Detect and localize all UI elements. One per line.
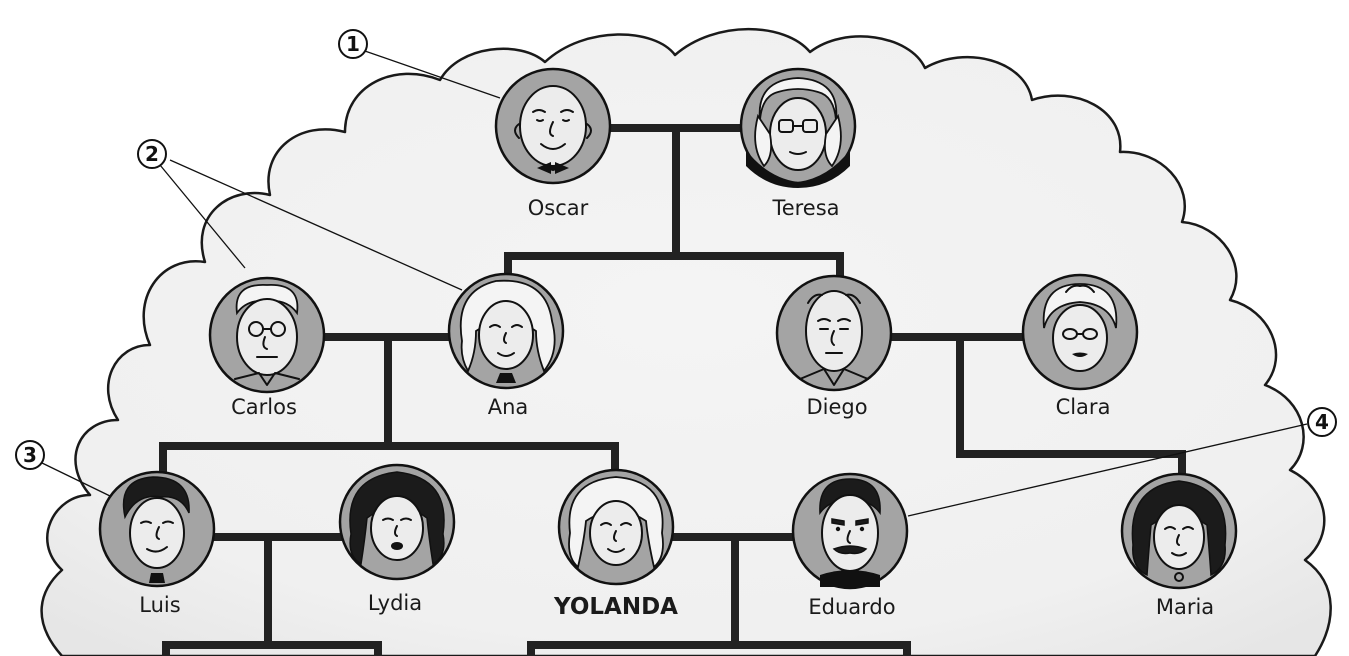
callout-2-number: 2 <box>145 142 159 166</box>
portrait-teresa <box>739 67 857 188</box>
portrait-carlos <box>208 276 326 394</box>
callout-leaders <box>39 49 1308 517</box>
label-oscar: Oscar <box>528 196 589 220</box>
leader-4-eduardo <box>907 423 1308 517</box>
label-maria: Maria <box>1156 595 1214 619</box>
portrait-ana <box>447 272 565 390</box>
leader-2-carlos <box>159 164 246 269</box>
portrait-yolanda <box>557 468 675 586</box>
label-ana: Ana <box>488 395 529 419</box>
callout-3-number: 3 <box>23 443 37 467</box>
leader-3-luis <box>39 461 111 497</box>
label-eduardo: Eduardo <box>808 595 895 619</box>
portrait-diego <box>775 274 893 392</box>
callout-4-number: 4 <box>1315 410 1329 434</box>
portrait-luis <box>98 470 216 588</box>
portrait-lydia <box>338 463 456 581</box>
label-carlos: Carlos <box>231 395 297 419</box>
callout-2: 2 <box>137 139 167 169</box>
portrait-eduardo <box>791 472 909 590</box>
leader-1-oscar <box>361 49 501 99</box>
label-lydia: Lydia <box>368 591 422 615</box>
callout-1-number: 1 <box>346 32 360 56</box>
callout-3: 3 <box>15 440 45 470</box>
label-teresa: Teresa <box>771 196 839 220</box>
label-clara: Clara <box>1056 395 1111 419</box>
name-labels: Oscar Teresa Carlos Ana Diego Clara Luis… <box>139 196 1214 620</box>
label-luis: Luis <box>139 593 180 617</box>
callout-1: 1 <box>338 29 368 59</box>
portrait-maria <box>1120 472 1238 590</box>
portrait-oscar <box>494 67 612 185</box>
portrait-clara <box>1021 273 1139 391</box>
callout-4: 4 <box>1307 407 1337 437</box>
leader-2-ana <box>169 159 463 291</box>
label-diego: Diego <box>806 395 867 419</box>
label-yolanda: YOLANDA <box>553 594 678 620</box>
